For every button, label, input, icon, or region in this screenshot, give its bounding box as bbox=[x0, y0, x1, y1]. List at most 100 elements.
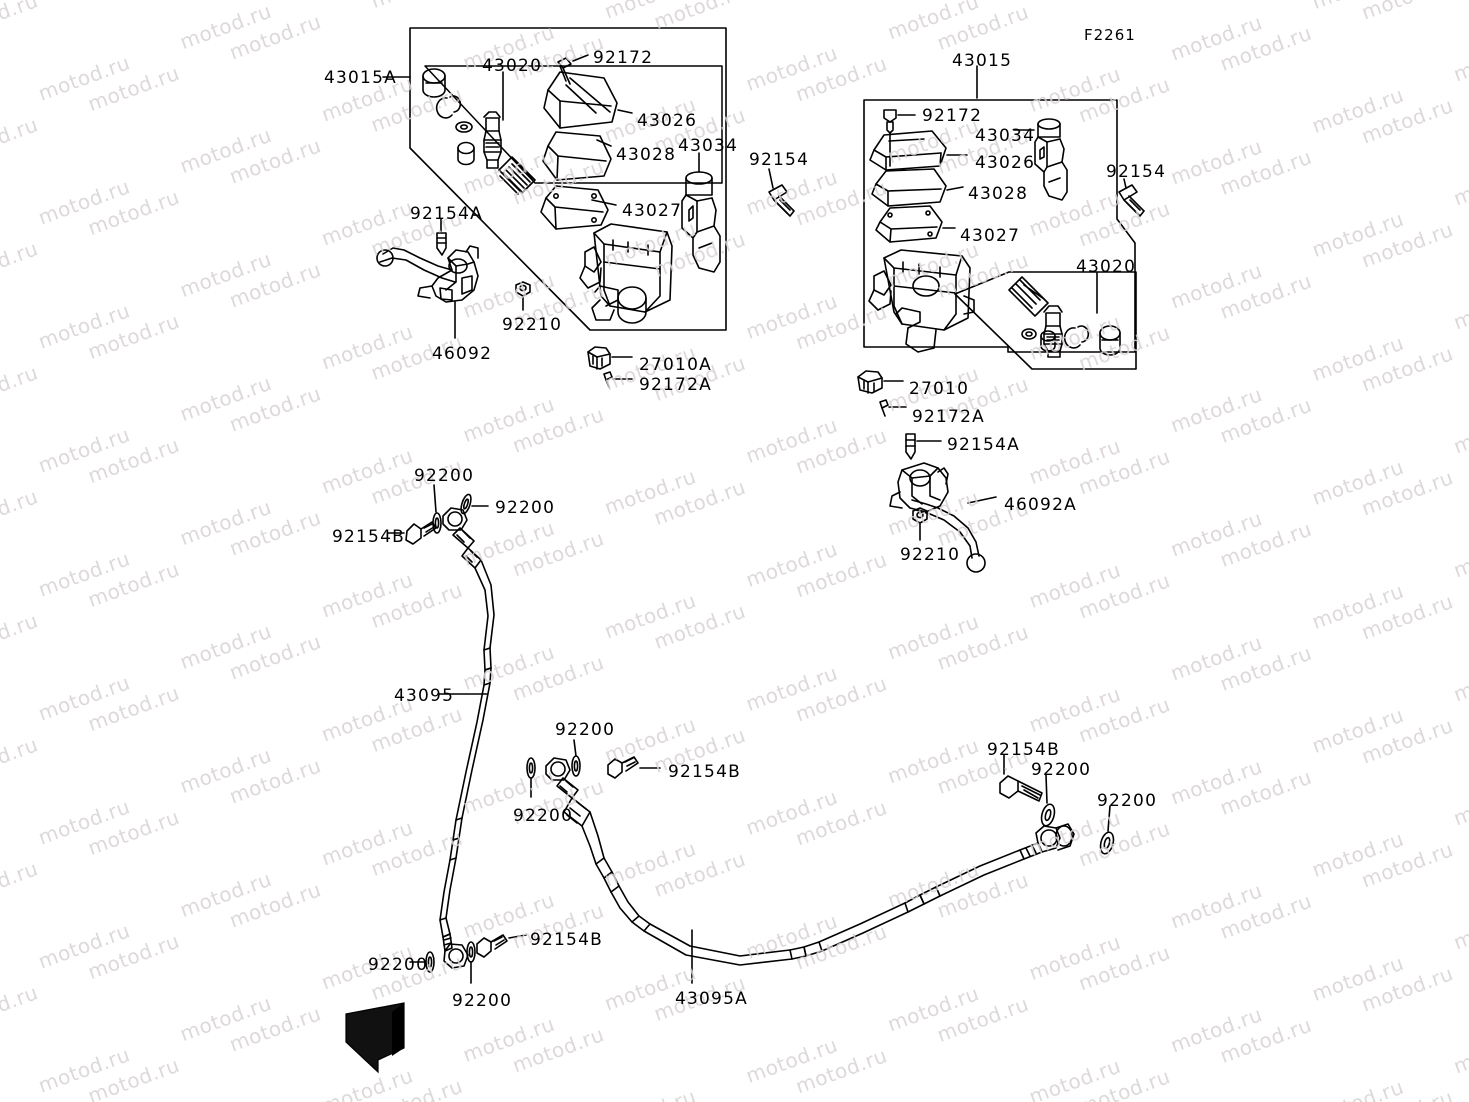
part-92210-right bbox=[912, 507, 928, 524]
callout-92172a-c24: 92172A bbox=[912, 407, 985, 427]
callout-92154b-c30: 92154B bbox=[332, 527, 405, 547]
callout-92172a-c13: 92172A bbox=[639, 375, 712, 395]
part-43095a-brake-hose-right bbox=[545, 757, 1075, 966]
part-43026-left bbox=[543, 71, 618, 129]
callout-f2261-c14: F2261 bbox=[1084, 26, 1136, 44]
leader-92154-right bbox=[1123, 178, 1127, 189]
part-92172-left bbox=[557, 57, 572, 85]
callout-43095a-c41: 43095A bbox=[675, 989, 748, 1009]
part-92154b-left-lower bbox=[476, 934, 508, 958]
part-43027-right bbox=[875, 205, 943, 243]
callout-92200-c28: 92200 bbox=[414, 466, 475, 486]
callout-43026-c18: 43026 bbox=[975, 153, 1036, 173]
callout-43026-c04: 43026 bbox=[637, 111, 698, 131]
leader-92154-left bbox=[768, 168, 774, 189]
part-43020-piston-right bbox=[1043, 305, 1063, 358]
callout-92154b-c37: 92154B bbox=[668, 762, 741, 782]
part-43020-snapring-left bbox=[435, 95, 462, 119]
callout-43027-c21: 43027 bbox=[960, 226, 1021, 246]
callout-43034-c06: 43034 bbox=[678, 136, 739, 156]
part-92154-left bbox=[768, 184, 795, 217]
part-92154b-right-far bbox=[999, 775, 1043, 802]
part-43020-cup2-right bbox=[1040, 330, 1056, 352]
part-43034-right bbox=[1034, 118, 1068, 201]
callout-92210-c27: 92210 bbox=[900, 545, 961, 565]
leader-43027-left bbox=[591, 199, 617, 206]
callout-92154-c08: 92154 bbox=[749, 150, 810, 170]
callout-92154b-c34: 92154B bbox=[530, 930, 603, 950]
part-27010a bbox=[587, 346, 611, 370]
part-master-cylinder-body-right bbox=[868, 249, 975, 353]
callout-92200-c29: 92200 bbox=[495, 498, 556, 518]
part-92172a-right bbox=[879, 399, 889, 417]
callout-43028-c19: 43028 bbox=[968, 184, 1029, 204]
part-43095-brake-hose-left bbox=[439, 507, 495, 969]
callout-92210-c10: 92210 bbox=[502, 315, 563, 335]
part-43027-left bbox=[540, 185, 609, 230]
callout-92154a-c25: 92154A bbox=[947, 435, 1020, 455]
part-43028-left bbox=[542, 131, 612, 181]
part-43020-cup-left bbox=[422, 68, 446, 98]
callout-43027-c07: 43027 bbox=[622, 201, 683, 221]
leader-46092a-right bbox=[967, 496, 997, 504]
leader-92200-right-far-a bbox=[1045, 774, 1048, 804]
part-92154a-left bbox=[436, 232, 447, 256]
leader-92172-left bbox=[572, 54, 589, 62]
callout-27010a-c12: 27010A bbox=[639, 355, 712, 375]
part-43020-spring-right bbox=[1008, 276, 1049, 317]
callout-43034-c17: 43034 bbox=[975, 126, 1036, 146]
callout-43015a-c01: 43015A bbox=[324, 68, 397, 88]
part-92154-right bbox=[1118, 184, 1145, 217]
front-arrow-marker bbox=[345, 1002, 405, 1074]
part-43020-washer-left bbox=[455, 121, 473, 133]
part-43028-right bbox=[871, 168, 947, 207]
part-92154a-right bbox=[905, 433, 916, 460]
leader-92200-right-far-b bbox=[1107, 805, 1111, 832]
part-43020-cup2-left bbox=[457, 141, 475, 166]
part-master-cylinder-body-left bbox=[579, 223, 673, 324]
box-43020-left bbox=[424, 65, 723, 184]
callout-92154-c20: 92154 bbox=[1106, 162, 1167, 182]
callout-92200-c33: 92200 bbox=[452, 991, 513, 1011]
part-43020-washer-right bbox=[1021, 328, 1037, 340]
callout-43020-c22: 43020 bbox=[1076, 257, 1137, 277]
box-43015a bbox=[409, 27, 727, 331]
part-27010-right bbox=[857, 370, 883, 394]
part-92154b-right-upper bbox=[607, 756, 639, 779]
callout-46092-c11: 46092 bbox=[432, 344, 493, 364]
callout-92200-c39: 92200 bbox=[1031, 760, 1092, 780]
leader-92200-left-upper-a bbox=[433, 484, 437, 513]
part-92172a-left bbox=[603, 371, 613, 388]
callout-43028-c05: 43028 bbox=[616, 145, 677, 165]
box-43020-right-outline bbox=[954, 271, 1137, 370]
part-43020-snapring-right bbox=[1063, 325, 1090, 349]
part-46092-brake-lever-left bbox=[376, 245, 479, 303]
part-92200-left-upper-b bbox=[460, 493, 472, 515]
leader-43028-right bbox=[946, 186, 964, 191]
part-92210-left bbox=[515, 281, 531, 297]
leader-43026-left bbox=[617, 109, 633, 114]
part-43020-cup-right bbox=[1099, 325, 1121, 356]
callout-92200-c35: 92200 bbox=[555, 720, 616, 740]
callout-43095-c31: 43095 bbox=[394, 686, 455, 706]
callout-43020-c02: 43020 bbox=[482, 56, 543, 76]
part-43026-right bbox=[869, 130, 947, 171]
callout-92172-c03: 92172 bbox=[593, 48, 654, 68]
leader-92200-right-upper-a bbox=[573, 739, 577, 757]
callout-43015-c15: 43015 bbox=[952, 51, 1013, 71]
box-43015-outline bbox=[863, 99, 1136, 353]
callout-92154a-c09: 92154A bbox=[410, 204, 483, 224]
callout-46092a-c26: 46092A bbox=[1004, 495, 1077, 515]
leader-43028-left bbox=[596, 139, 612, 147]
part-43020-piston-left bbox=[483, 111, 502, 169]
part-92200-right-far-b bbox=[1099, 831, 1115, 855]
callout-92200-c40: 92200 bbox=[1097, 791, 1158, 811]
callout-92154b-c38: 92154B bbox=[987, 740, 1060, 760]
part-92172-right bbox=[883, 109, 897, 167]
leader-92154b-left-lower bbox=[508, 934, 527, 939]
part-92200-right-far-a bbox=[1040, 803, 1056, 827]
callout-92200-c32: 92200 bbox=[368, 955, 429, 975]
